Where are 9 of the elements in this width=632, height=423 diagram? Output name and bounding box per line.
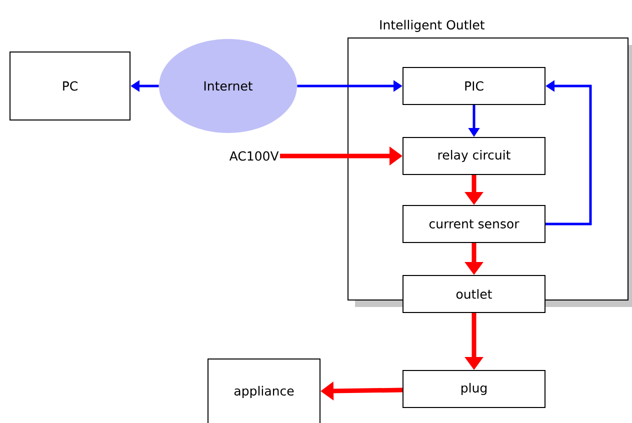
process-box: outlet <box>402 275 546 313</box>
process-box: current sensor <box>402 205 546 243</box>
process-box: plug <box>402 370 546 408</box>
input-label: AC100V <box>229 151 279 161</box>
process-box: appliance <box>208 358 320 423</box>
process-box: PIC <box>402 67 546 105</box>
process-box: PC <box>10 52 130 120</box>
process-box: relay circuit <box>402 137 546 175</box>
node-label: Intelligent Outlet <box>380 20 484 32</box>
